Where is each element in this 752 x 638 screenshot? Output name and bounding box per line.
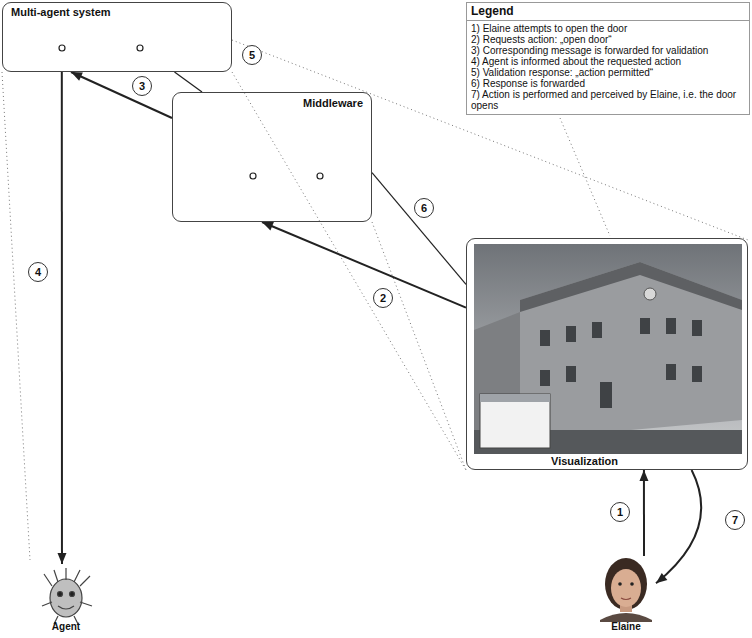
connector	[57, 72, 66, 564]
elaine-portrait	[600, 558, 652, 622]
connector-line	[61, 72, 63, 564]
box-title: Middleware	[303, 97, 363, 110]
legend-text: 4) Agent is informed about the requested…	[471, 56, 681, 67]
system-box: Visualization	[466, 238, 748, 470]
legend-row: 4) Agent is informed about the requested…	[471, 56, 745, 67]
legend-text: 7) Action is performed and perceived by …	[471, 89, 736, 111]
system-box: Multi-agent system	[2, 2, 232, 72]
legend-box: Legend1) Elaine attempts to open the doo…	[466, 2, 750, 115]
system-box: Middleware	[172, 92, 372, 222]
legend-row: 5) Validation response: „action permitte…	[471, 67, 745, 78]
legend-title: Legend	[467, 3, 749, 21]
legend-row: 2) Requests action: „open door“	[471, 34, 745, 45]
connector-line	[643, 470, 645, 556]
connector-line	[175, 72, 203, 92]
connector	[262, 222, 466, 308]
callout-number: 1	[610, 502, 630, 522]
agent-figure	[42, 568, 92, 624]
connector	[656, 470, 701, 583]
port-dots	[59, 45, 323, 179]
actor: Agent	[36, 564, 96, 634]
connector-line	[656, 470, 701, 583]
legend-text: 5) Validation response: „action permitte…	[471, 67, 653, 78]
callout-number: 7	[725, 510, 745, 530]
connector	[372, 173, 466, 285]
connector-line	[71, 72, 172, 118]
perspective-lines	[2, 40, 748, 560]
arrowhead	[639, 470, 648, 481]
legend-list: 1) Elaine attempts to open the door2) Re…	[467, 21, 749, 114]
actor-name: Elaine	[596, 621, 656, 633]
connector-line	[262, 222, 466, 308]
legend-row: 6) Response is forwarded	[471, 78, 745, 89]
callout-number: 6	[414, 198, 434, 218]
legend-row: 7) Action is performed and perceived by …	[471, 89, 745, 111]
arrowhead	[262, 222, 274, 230]
legend-row: 1) Elaine attempts to open the door	[471, 23, 745, 34]
legend-text: 1) Elaine attempts to open the door	[471, 23, 627, 34]
box-title: Visualization	[551, 455, 618, 468]
callout-number: 2	[373, 288, 393, 308]
callout-number: 4	[28, 262, 48, 282]
connector	[639, 470, 648, 556]
legend-text: 6) Response is forwarded	[471, 78, 585, 89]
legend-row: 3) Corresponding message is forwarded fo…	[471, 45, 745, 56]
actor: Elaine	[596, 556, 656, 634]
actor-name: Agent	[36, 621, 96, 633]
legend-text: 3) Corresponding message is forwarded fo…	[471, 45, 708, 56]
connector	[71, 72, 172, 118]
legend-text: 2) Requests action: „open door“	[471, 34, 612, 45]
screenshot	[474, 244, 742, 454]
arrowhead	[57, 553, 66, 564]
callout-number: 3	[132, 76, 152, 96]
arrowhead	[656, 573, 667, 583]
box-title: Multi-agent system	[11, 6, 111, 19]
arrowhead	[71, 72, 83, 81]
callout-number: 5	[242, 45, 262, 65]
connector-line	[372, 173, 466, 285]
connector	[175, 72, 203, 92]
